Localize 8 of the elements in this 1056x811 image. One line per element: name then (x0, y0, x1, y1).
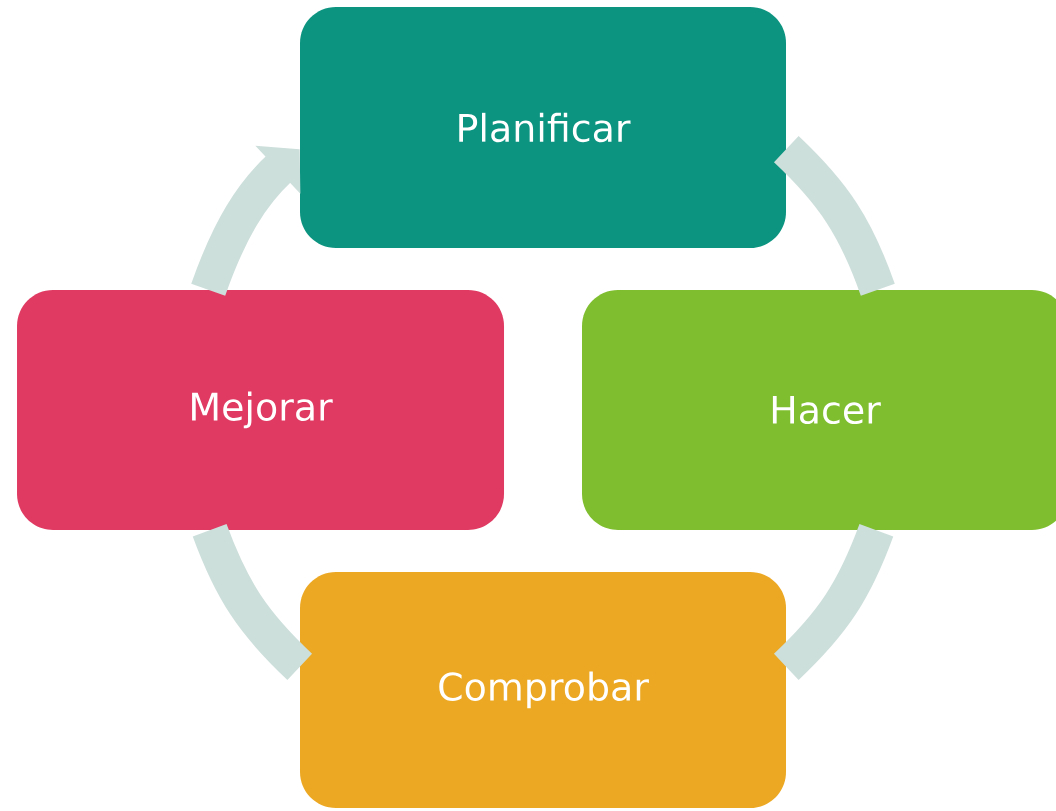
connector-band (773, 136, 895, 296)
process-box: Mejorar (17, 290, 504, 530)
arrow (191, 145, 301, 296)
process-box: Hacer (582, 290, 1056, 530)
process-box: Planificar (300, 7, 786, 248)
connector-band (773, 523, 894, 680)
connector-band (192, 523, 313, 680)
process-box: Comprobar (300, 572, 786, 808)
